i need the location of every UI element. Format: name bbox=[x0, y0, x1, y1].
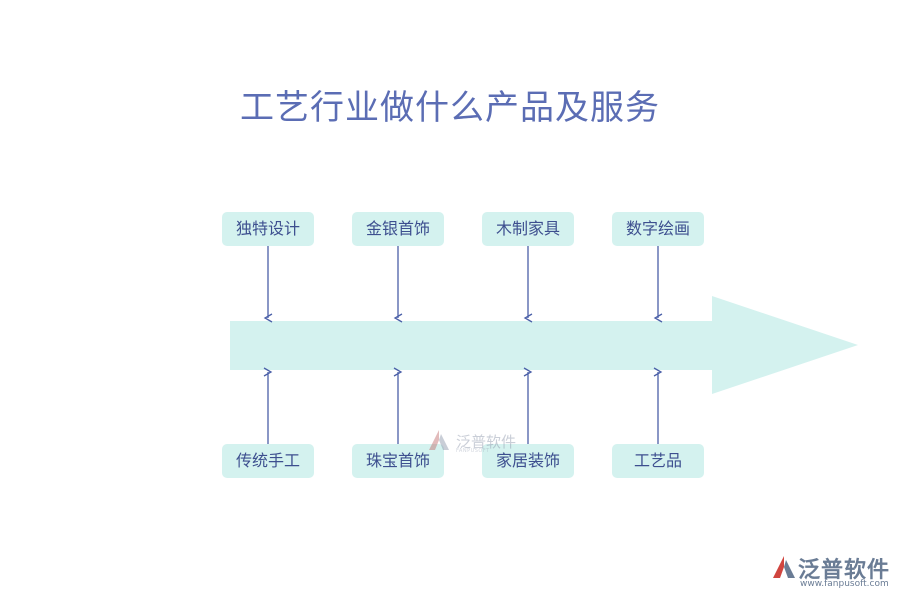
bottom-item-1: 传统手工 bbox=[222, 444, 314, 478]
brand-logo: 泛普软件 www.fanpusoft.com bbox=[770, 552, 894, 592]
watermark-logo-icon bbox=[429, 430, 449, 450]
diagram-title: 工艺行业做什么产品及服务 bbox=[240, 88, 660, 128]
top-item-4: 数字绘画 bbox=[612, 212, 704, 246]
top-item-2: 金银首饰 bbox=[352, 212, 444, 246]
bottom-connectors bbox=[263, 367, 663, 444]
top-item-3: 木制家具 bbox=[482, 212, 574, 246]
main-arrow bbox=[230, 296, 858, 394]
watermark-text: 泛普软件 bbox=[456, 432, 517, 451]
top-item-1: 独特设计 bbox=[222, 212, 314, 246]
brand-logo-text: 泛普软件 bbox=[798, 558, 891, 583]
bottom-item-2: 珠宝首饰 bbox=[352, 444, 444, 478]
brand-logo-url: www.fanpusoft.com bbox=[800, 579, 889, 589]
brand-logo-icon bbox=[773, 556, 795, 578]
bottom-item-4: 工艺品 bbox=[612, 444, 704, 478]
watermark-subtext: FANPUSOFT bbox=[456, 448, 490, 454]
watermark: 泛普软件 FANPUSOFT bbox=[426, 428, 516, 454]
bottom-item-3: 家居装饰 bbox=[482, 444, 574, 478]
top-connectors bbox=[263, 246, 663, 323]
